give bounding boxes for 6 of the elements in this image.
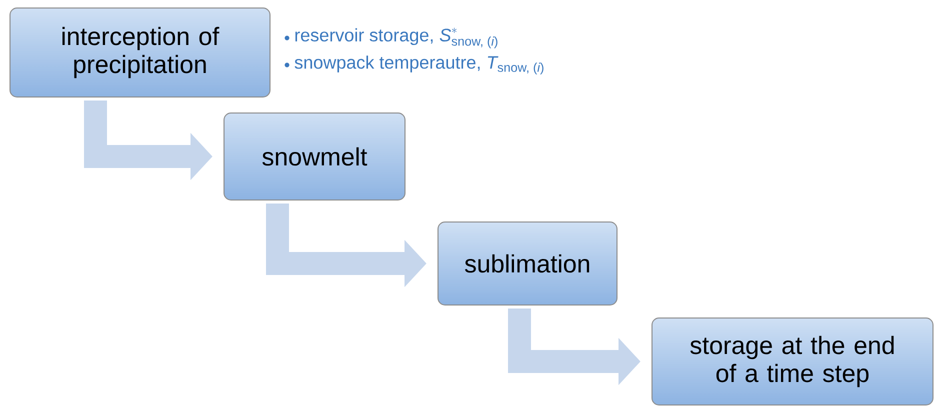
process-box: snowmelt xyxy=(224,112,406,200)
process-box: sublimation xyxy=(438,222,618,306)
process-box: interception of precipitation xyxy=(10,8,270,98)
bullet-text: $\text{snowpack temperautre, }\textit{T}_{\text{snow, (}\textit{i}\text{)}}$ xyxy=(294,56,544,74)
process-box: storage at the end of a time step xyxy=(652,318,934,406)
bullet-text: $\text{reservoir storage, }\textit{S}^{*}_{\text{snow, (}\textit{i}\text{)}}$ xyxy=(295,28,498,48)
